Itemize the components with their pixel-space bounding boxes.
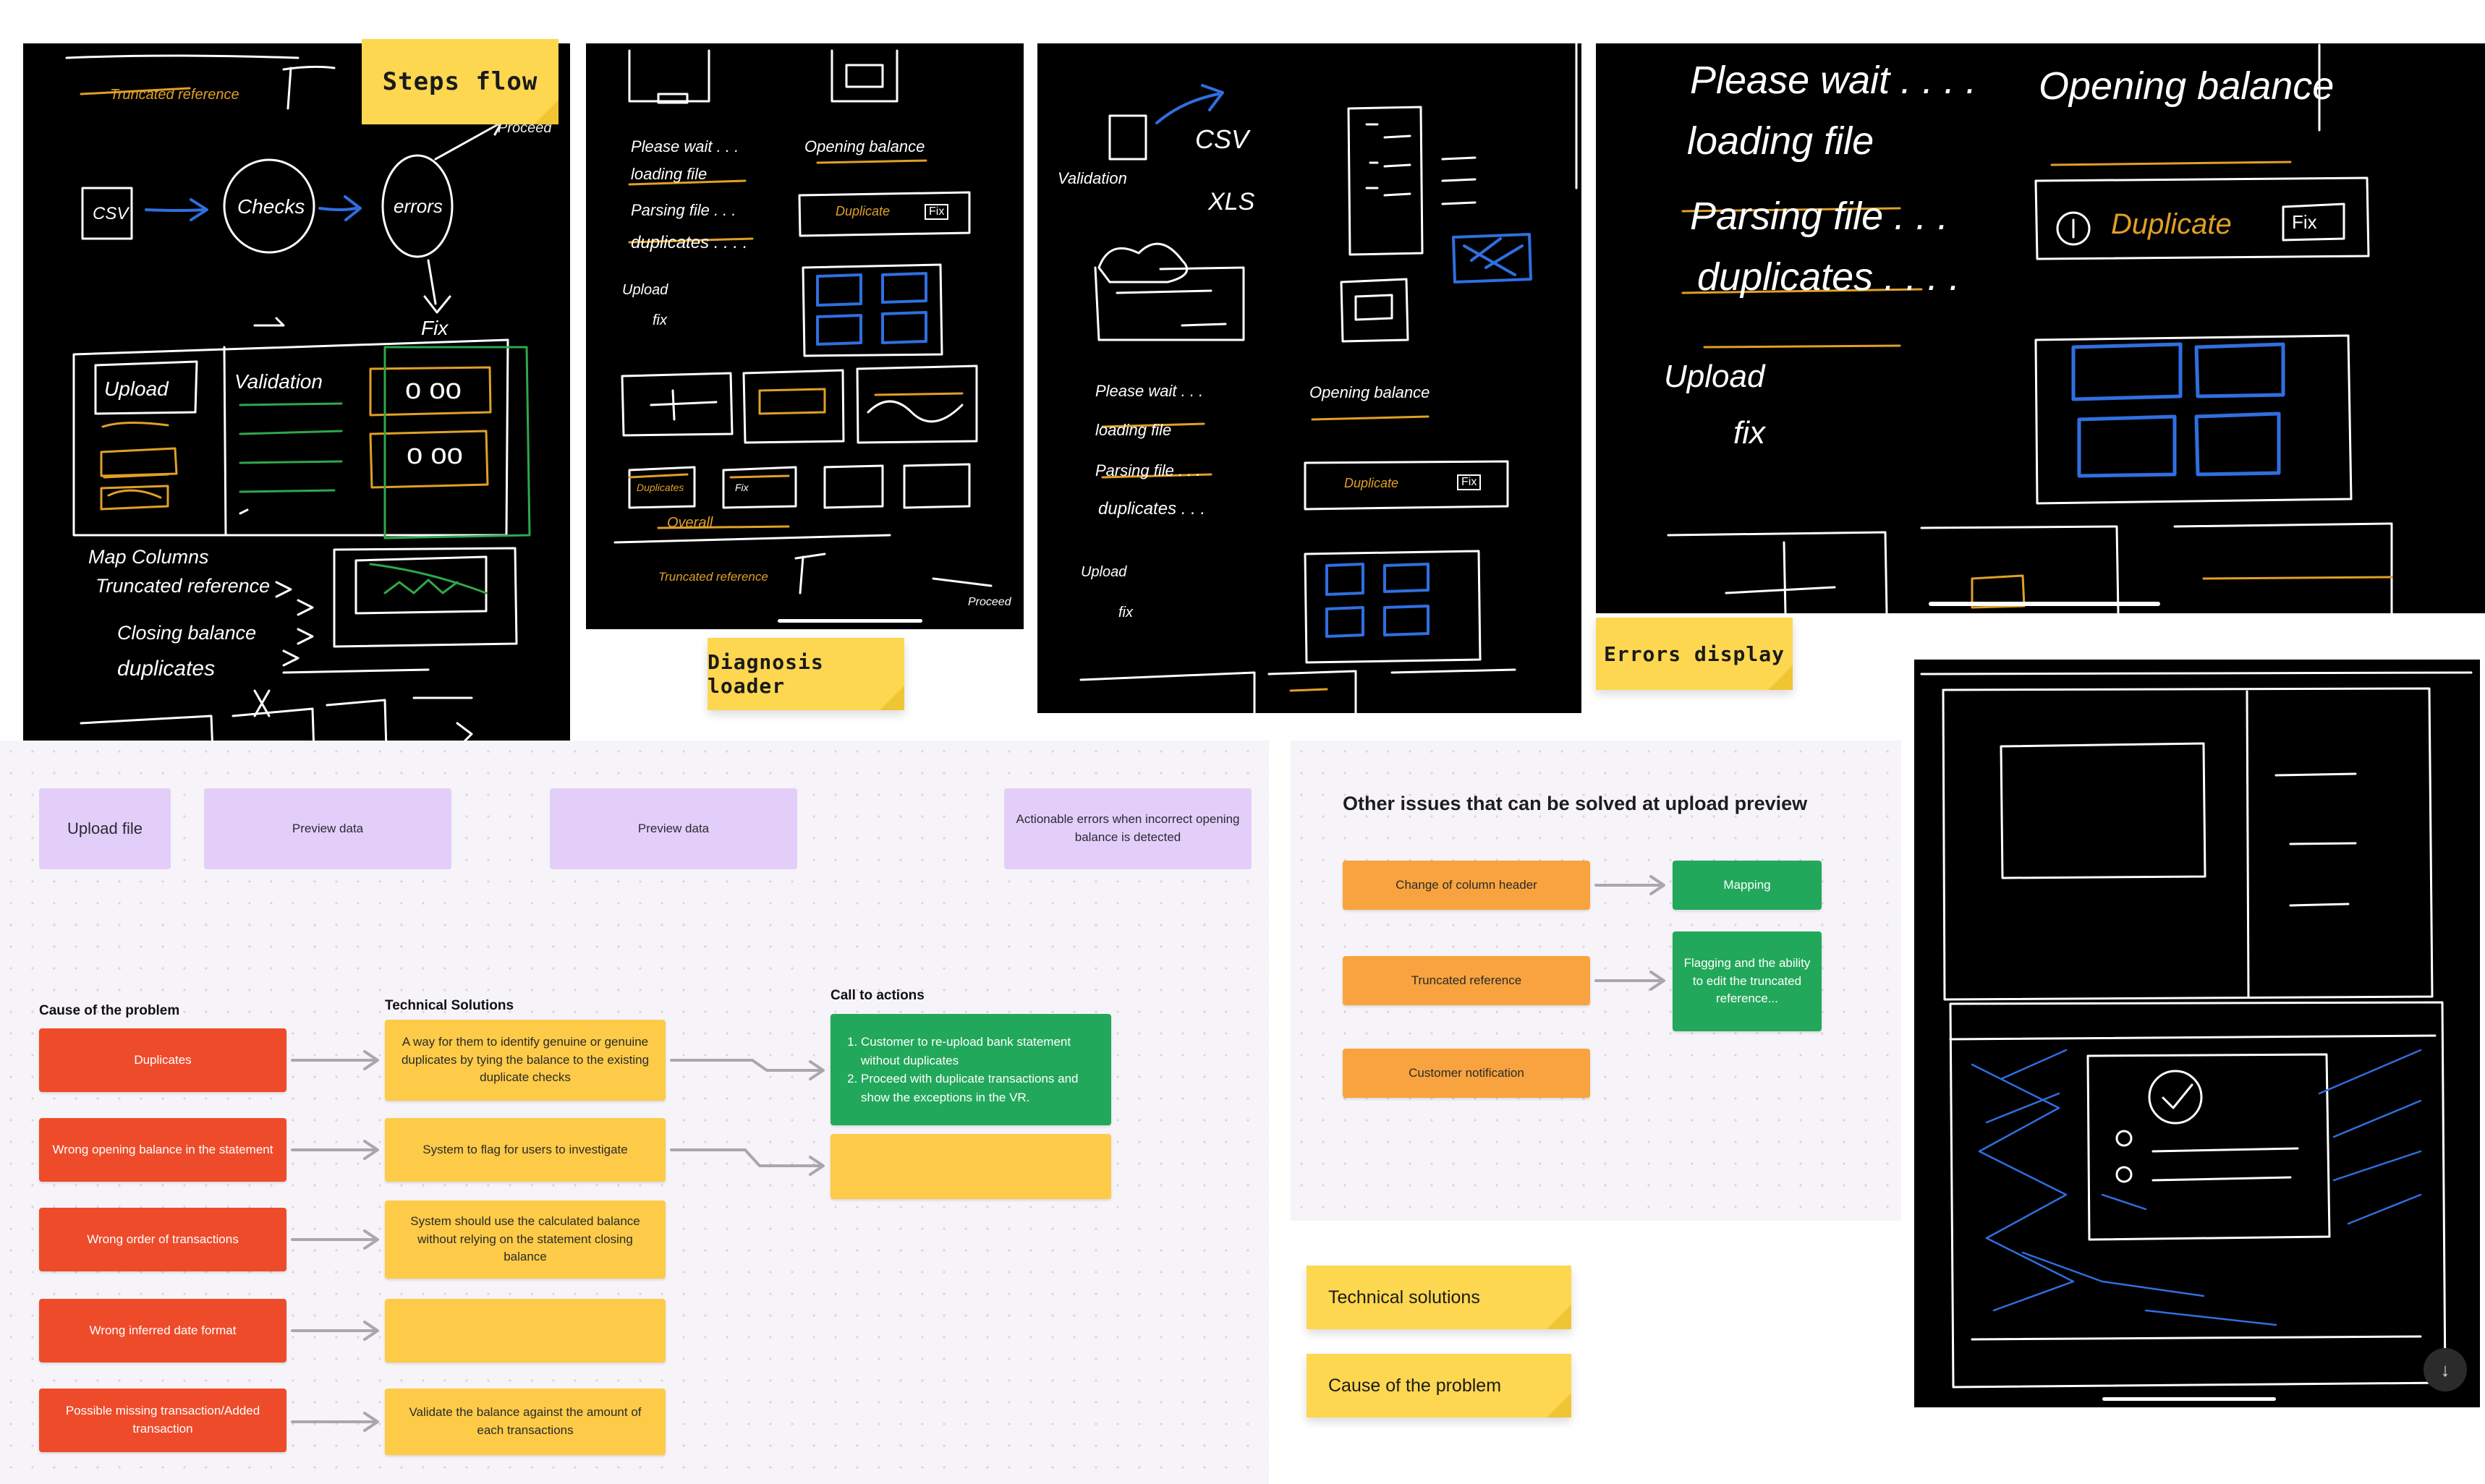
sketch-text-csv: CSV (1195, 124, 1249, 155)
sketch-text-parsing-file: Parsing file . . . (631, 201, 736, 220)
sketch-text-validation: Validation (234, 370, 323, 393)
sketch-text-overall: Overall (667, 515, 713, 532)
step-preview-data-1[interactable]: Preview data (204, 788, 451, 869)
issue-column-header[interactable]: Change of column header (1343, 861, 1590, 910)
sketch-upload-preview: ↓ (1914, 660, 2480, 1407)
solution-validate-balance[interactable]: Validate the balance against the amount … (385, 1389, 666, 1455)
sticky-cause-of-problem[interactable]: Cause of the problem (1307, 1354, 1571, 1417)
sketch-text-fix-2: fix (653, 312, 667, 329)
sketch-text-upload: Upload (104, 378, 169, 401)
cta-list: Customer to re-upload bank statement wit… (842, 1033, 1100, 1106)
home-indicator (2102, 1397, 2276, 1401)
sketch-text-duplicates-tag: Duplicates (637, 482, 684, 493)
sketch-text-fix-2: fix (1118, 605, 1133, 621)
sticky-technical-solutions-label: Technical solutions (1328, 1287, 1480, 1308)
sketch-text-upload: Upload (622, 282, 668, 299)
sketch-text-ooo-1: o oo (405, 373, 462, 406)
solution-empty[interactable] (385, 1299, 666, 1363)
sketch-text-closing-balance: Closing balance (117, 622, 256, 644)
fix-flagging-truncated[interactable]: Flagging and the ability to edit the tru… (1673, 931, 1822, 1031)
step-upload-file[interactable]: Upload file (39, 788, 171, 869)
sketch-text-duplicate: Duplicate (2111, 208, 2232, 241)
cta-item-proceed: Proceed with duplicate transactions and … (861, 1070, 1100, 1106)
solution-duplicates[interactable]: A way for them to identify genuine or ge… (385, 1020, 666, 1101)
cta-item-reupload: Customer to re-upload bank statement wit… (861, 1033, 1100, 1070)
sketch-errors-display: Please wait . . . . loading file Parsing… (1596, 43, 2485, 613)
sketch-text-opening-balance: Opening balance (804, 137, 925, 156)
sketch-steps-flow: Truncated reference Proceed CSV Checks e… (23, 43, 570, 755)
sticky-errors-display-label: Errors display (1604, 642, 1785, 666)
sketch-validation: CSV XLS Validation Please wait . . . loa… (1037, 43, 1581, 713)
solution-flag-investigate[interactable]: System to flag for users to investigate (385, 1118, 666, 1182)
sketch-text-duplicates: duplicates . . . . (631, 233, 747, 253)
sketch-text-duplicate: Duplicate (836, 204, 890, 219)
sketch-text-duplicates: duplicates . . . . (1697, 255, 1960, 299)
cause-of-problem-heading: Cause of the problem (39, 1003, 179, 1019)
sketch-text-xls: XLS (1208, 188, 1254, 216)
sketch-text-please-wait: Please wait . . . (1095, 382, 1203, 401)
sketch-text-please-wait: Please wait . . . (631, 137, 739, 156)
cause-duplicates[interactable]: Duplicates (39, 1028, 286, 1092)
sketch-text-map-columns: Map Columns (88, 546, 209, 568)
sticky-cause-of-problem-label: Cause of the problem (1328, 1376, 1501, 1396)
sketch-text-proceed: Proceed (968, 596, 1011, 609)
sketch-text-upload: Upload (1081, 564, 1126, 581)
sketch-text-csv: CSV (93, 204, 128, 224)
download-arrow-icon[interactable]: ↓ (2424, 1348, 2467, 1391)
home-indicator (778, 619, 922, 623)
sketch-text-opening-balance: Opening balance (2039, 64, 2334, 108)
cause-missing-transaction[interactable]: Possible missing transaction/Added trans… (39, 1389, 286, 1452)
sketch-text-please-wait: Please wait . . . . (1690, 58, 1976, 103)
step-actionable-errors[interactable]: Actionable errors when incorrect opening… (1004, 788, 1252, 869)
sketch-text-duplicates: duplicates (117, 657, 215, 681)
sketch-text-fix-3: Fix (735, 482, 749, 493)
sketch-text-fix: Fix (925, 204, 948, 220)
sketch-text-fix: Fix (2292, 211, 2317, 234)
sketch-text-truncated-reference: Truncated reference (95, 575, 270, 597)
sticky-diagnosis-loader-label: Diagnosis loader (708, 650, 904, 698)
sketch-text-checks: Checks (237, 195, 305, 218)
cause-wrong-opening-balance[interactable]: Wrong opening balance in the statement (39, 1118, 286, 1182)
sketch-text-upload: Upload (1664, 359, 1764, 395)
step-preview-data-2[interactable]: Preview data (550, 788, 797, 869)
issue-customer-notification[interactable]: Customer notification (1343, 1049, 1590, 1098)
issue-truncated-reference[interactable]: Truncated reference (1343, 956, 1590, 1005)
home-indicator (1929, 602, 2160, 606)
sketch-text-loading-file: loading file (631, 165, 707, 184)
sketch-text-ooo-2: o oo (407, 438, 463, 471)
sticky-diagnosis-loader[interactable]: Diagnosis loader (708, 638, 904, 710)
sketch-text-truncated-reference: Truncated reference (658, 570, 768, 584)
cta-empty[interactable] (831, 1134, 1111, 1199)
sketch-text-duplicates: duplicates . . . (1098, 499, 1205, 519)
sticky-errors-display[interactable]: Errors display (1596, 618, 1793, 690)
sketch-text-loading-file: loading file (1095, 421, 1171, 440)
sketch-text-validation: Validation (1058, 169, 1127, 188)
sketch-text-duplicate: Duplicate (1344, 476, 1398, 491)
sketch-text-fix: Fix (421, 317, 448, 340)
sticky-steps-flow[interactable]: Steps flow (362, 39, 558, 124)
sketch-text-parsing-file: Parsing file . . . (1690, 194, 1948, 239)
solution-calculated-balance[interactable]: System should use the calculated balance… (385, 1201, 666, 1279)
sticky-technical-solutions[interactable]: Technical solutions (1307, 1266, 1571, 1329)
fix-mapping[interactable]: Mapping (1673, 861, 1822, 910)
sketch-diagnosis-loader: Please wait . . . loading file Parsing f… (586, 43, 1024, 629)
cta-duplicates[interactable]: Customer to re-upload bank statement wit… (831, 1014, 1111, 1125)
cause-wrong-order[interactable]: Wrong order of transactions (39, 1208, 286, 1271)
technical-solutions-heading: Technical Solutions (385, 998, 514, 1014)
sketch-text-parsing-file: Parsing file . . . (1095, 461, 1201, 480)
call-to-actions-heading: Call to actions (831, 988, 925, 1004)
other-issues-heading: Other issues that can be solved at uploa… (1343, 793, 1807, 815)
sketch-text-fix-2: fix (1733, 415, 1765, 451)
sticky-steps-flow-label: Steps flow (383, 67, 538, 96)
sketch-text-errors: errors (394, 195, 443, 218)
sketch-text-opening-balance: Opening balance (1309, 383, 1430, 402)
sketch-text-fix: Fix (1457, 474, 1481, 490)
sketch-text-truncated-top: Truncated reference (110, 87, 239, 103)
cause-wrong-date-format[interactable]: Wrong inferred date format (39, 1299, 286, 1363)
sketch-text-loading-file: loading file (1687, 119, 1874, 163)
